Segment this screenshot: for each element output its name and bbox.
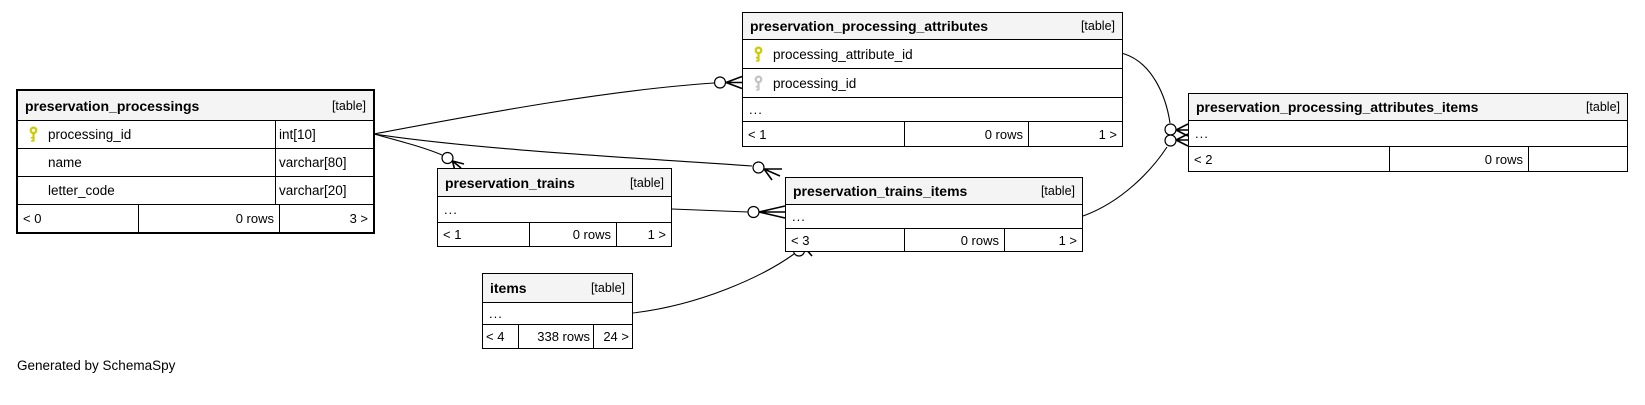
table-type-badge: [table] <box>1585 100 1620 114</box>
table-name[interactable]: preservation_trains <box>445 174 575 191</box>
table-name[interactable]: preservation_processing_attributes <box>750 18 989 34</box>
table-preservation-processing-attributes[interactable]: preservation_processing_attributes [tabl… <box>742 12 1123 147</box>
column-name: letter_code <box>48 183 115 198</box>
table-footer: < 0 0 rows 3 > <box>18 205 373 232</box>
table-footer: < 1 0 rows 1 > <box>438 223 671 246</box>
table-footer: < 3 0 rows 1 > <box>786 229 1082 251</box>
table-type-badge: [table] <box>1080 19 1115 33</box>
column-row-processing-attribute-id: processing_attribute_id <box>743 40 1122 69</box>
footer-prev-count: < 3 <box>791 232 810 248</box>
column-row-name: name varchar[80] <box>18 149 373 177</box>
generator-credit: Generated by SchemaSpy <box>17 358 176 373</box>
footer-row-count: 0 rows <box>1389 147 1528 171</box>
relationship-edge-trains-items-attributes-items <box>1082 133 1189 217</box>
column-row-processing-id: processing_id <box>743 69 1122 98</box>
footer-row-count: 338 rows <box>518 325 593 348</box>
table-name[interactable]: preservation_processings <box>25 97 200 114</box>
primary-key-icon <box>743 46 773 63</box>
footer-prev-count: < 4 <box>486 329 505 344</box>
table-header[interactable]: items [table] <box>483 274 632 303</box>
table-preservation-processing-attributes-items[interactable]: preservation_processing_attributes_items… <box>1188 93 1628 172</box>
column-type: varchar[80] <box>275 149 373 176</box>
relationship-edge-attributes-attributes-items <box>1122 52 1189 137</box>
footer-row-count: 0 rows <box>529 223 616 246</box>
footer-next-count <box>1528 147 1627 171</box>
footer-prev-count: < 1 <box>748 126 767 142</box>
footer-row-count: 0 rows <box>904 122 1028 146</box>
footer-next-count: 1 > <box>1004 229 1082 251</box>
column-row-letter-code: letter_code varchar[20] <box>18 177 373 205</box>
columns-ellipsis: ... <box>1189 121 1627 147</box>
relationship-edge-processings-attributes <box>373 75 743 135</box>
footer-row-count: 0 rows <box>904 229 1004 251</box>
table-header[interactable]: preservation_trains [table] <box>438 169 671 197</box>
footer-next-count: 1 > <box>1028 122 1122 146</box>
column-type: varchar[20] <box>275 177 373 204</box>
table-preservation-processings[interactable]: preservation_processings [table] process… <box>16 89 375 234</box>
table-footer: < 2 0 rows <box>1189 147 1627 171</box>
footer-prev-count: < 0 <box>23 211 42 226</box>
footer-row-count: 0 rows <box>138 205 279 232</box>
table-preservation-trains-items[interactable]: preservation_trains_items [table] ... < … <box>785 177 1083 252</box>
relationship-edge-trains-trains-items <box>671 205 786 219</box>
footer-prev-count: < 2 <box>1194 151 1213 167</box>
columns-ellipsis: ... <box>743 98 1122 122</box>
footer-next-count: 1 > <box>616 223 671 246</box>
column-row-processing-id: processing_id int[10] <box>18 121 373 149</box>
columns-ellipsis: ... <box>483 303 632 325</box>
relationship-edge-processings-trains-items <box>373 133 782 181</box>
column-name: processing_id <box>48 127 132 142</box>
footer-next-count: 24 > <box>593 325 632 348</box>
table-type-badge: [table] <box>1040 184 1075 198</box>
footer-next-count: 3 > <box>279 205 373 232</box>
table-name[interactable]: preservation_trains_items <box>793 183 968 199</box>
table-preservation-trains[interactable]: preservation_trains [table] ... < 1 0 ro… <box>437 168 672 247</box>
column-name: name <box>48 155 82 170</box>
table-items[interactable]: items [table] ... < 4 338 rows 24 > <box>482 273 633 349</box>
table-type-badge: [table] <box>331 98 366 113</box>
column-type: int[10] <box>275 121 373 148</box>
columns-ellipsis: ... <box>786 205 1082 229</box>
table-header[interactable]: preservation_trains_items [table] <box>786 178 1082 205</box>
foreign-key-icon <box>743 75 773 92</box>
column-name: processing_id <box>773 75 857 91</box>
footer-prev-count: < 1 <box>443 227 462 242</box>
table-type-badge: [table] <box>629 175 664 190</box>
table-name[interactable]: preservation_processing_attributes_items <box>1196 99 1479 115</box>
table-header[interactable]: preservation_processings [table] <box>18 91 373 121</box>
primary-key-icon <box>18 126 48 143</box>
table-header[interactable]: preservation_processing_attributes [tabl… <box>743 13 1122 40</box>
relationship-edge-processings-trains <box>373 133 465 172</box>
columns-ellipsis: ... <box>438 197 671 223</box>
table-header[interactable]: preservation_processing_attributes_items… <box>1189 94 1627 121</box>
table-type-badge: [table] <box>590 281 625 295</box>
table-footer: < 1 0 rows 1 > <box>743 122 1122 146</box>
table-name[interactable]: items <box>490 280 527 296</box>
table-footer: < 4 338 rows 24 > <box>483 325 632 348</box>
column-name: processing_attribute_id <box>773 46 913 62</box>
